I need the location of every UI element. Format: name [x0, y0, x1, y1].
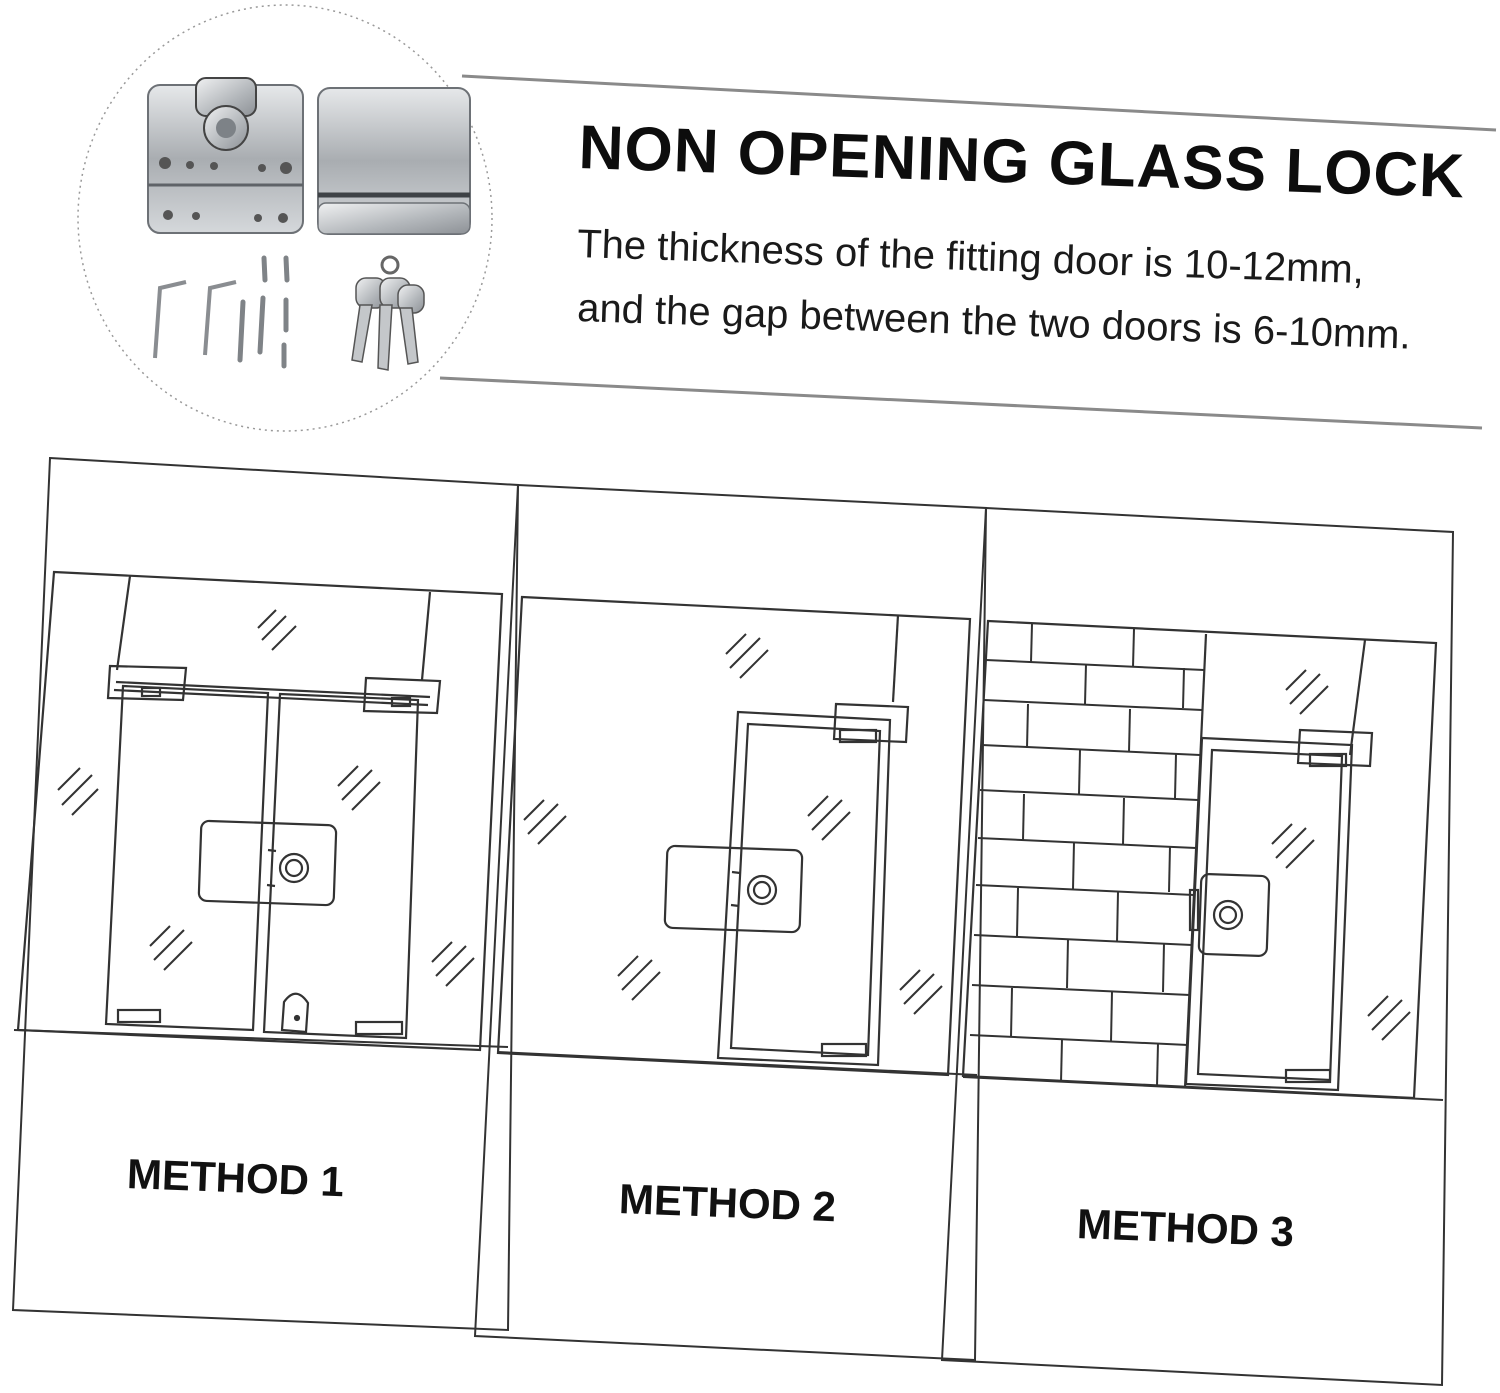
lock-body-image: [147, 77, 304, 234]
screws-image: [237, 255, 290, 369]
strike-box-image: [317, 87, 471, 235]
header-bottom-line: [439, 376, 1483, 430]
allen-keys-image: [153, 280, 237, 359]
method-3-drawing: [961, 619, 1438, 1100]
method-3-label: METHOD 3: [1076, 1200, 1295, 1256]
keys-image: [351, 255, 425, 371]
method-2-drawing: [496, 595, 972, 1077]
method-1-label: METHOD 1: [126, 1150, 345, 1206]
method-1-drawing: [16, 570, 504, 1052]
header-top-line: [461, 74, 1497, 132]
method-2-label: METHOD 2: [618, 1175, 837, 1231]
